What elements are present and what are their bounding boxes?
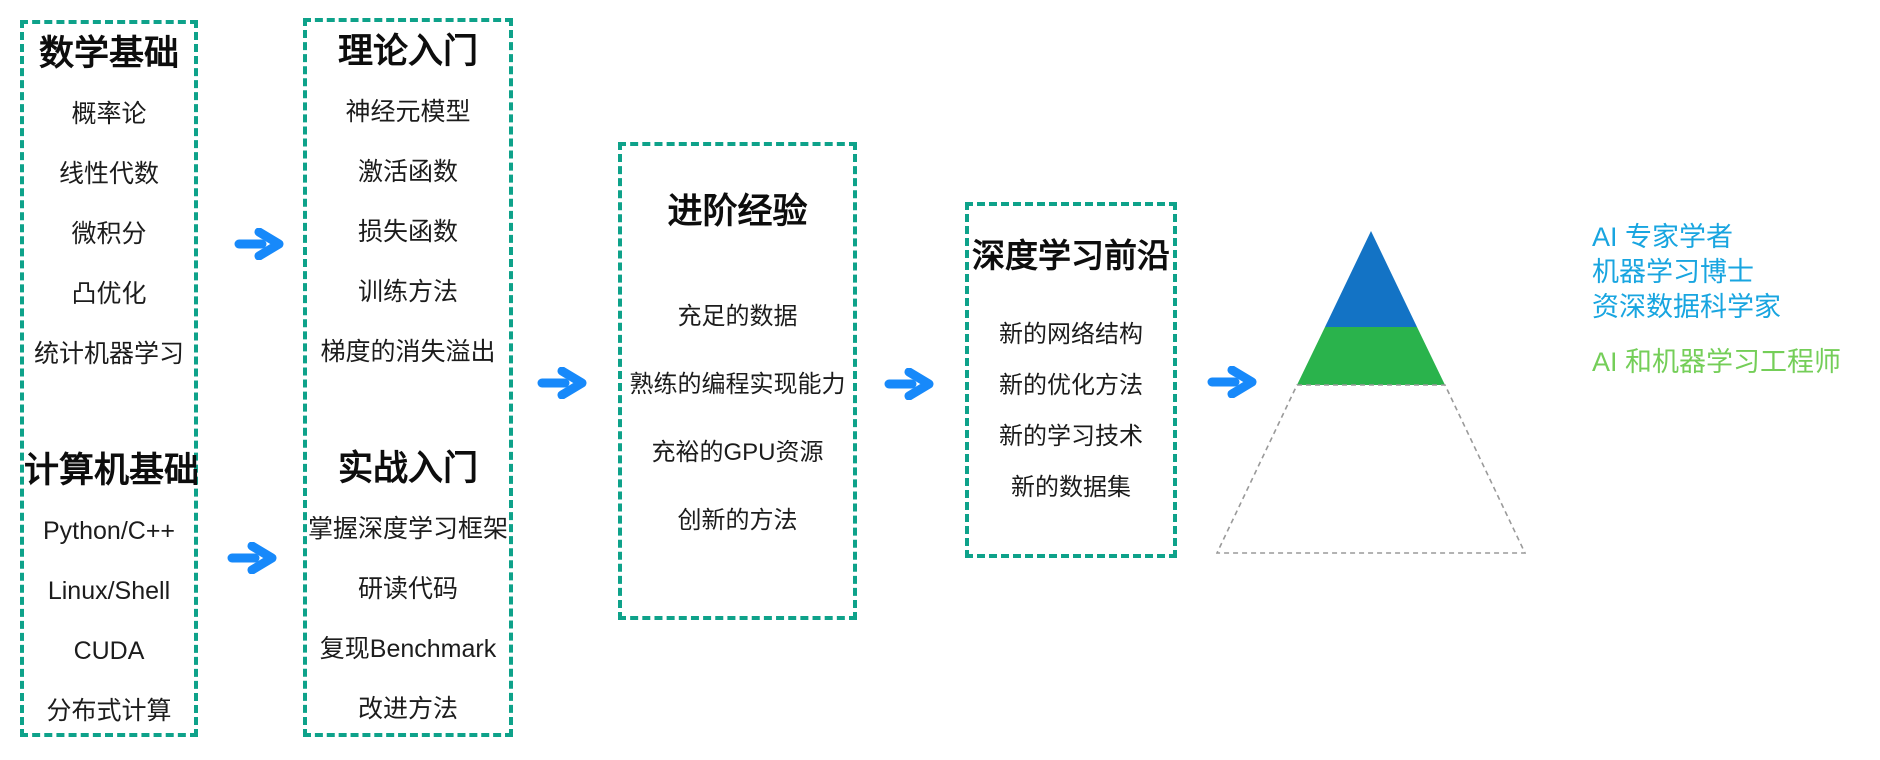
math-fundamentals-section: 数学基础 概率论线性代数微积分凸优化统计机器学习 — [24, 24, 194, 384]
expert-outcomes: AI 专家学者机器学习博士资深数据科学家 — [1592, 220, 1841, 325]
section-title: 数学基础 — [38, 34, 179, 73]
practice-intro-section: 实战入门 掌握深度学习框架研读代码复现Benchmark 改进方法 — [307, 439, 509, 739]
engineer-outcome-line: AI 和机器学习工程师 — [1592, 347, 1842, 377]
list-item: 激活函数 — [357, 158, 458, 186]
section-items: 神经元模型激活函数损失函数训练方法梯度的消失溢出 — [307, 82, 509, 382]
list-item: 掌握深度学习框架 — [307, 515, 508, 543]
list-item: 新的优化方法 — [999, 372, 1143, 399]
list-item: 梯度的消失溢出 — [320, 338, 496, 366]
list-item: 新的学习技术 — [999, 423, 1143, 450]
list-item: 损失函数 — [357, 218, 458, 246]
section-title: 深度学习前沿 — [972, 237, 1170, 274]
list-item: 充裕的GPU资源 — [651, 439, 824, 466]
expert-outcome-line: 资深数据科学家 — [1592, 292, 1781, 322]
list-item: 线性代数 — [58, 160, 159, 188]
list-item: 新的网络结构 — [999, 321, 1143, 348]
outcome-labels: AI 专家学者机器学习博士资深数据科学家 AI 和机器学习工程师 — [1592, 220, 1841, 380]
list-item: 复现Benchmark — [319, 635, 497, 663]
list-item: 熟练的编程实现能力 — [629, 371, 846, 398]
list-item: 神经元模型 — [345, 98, 471, 126]
list-item: 改进方法 — [357, 695, 458, 723]
list-item: 新的数据集 — [1011, 474, 1131, 501]
flow-arrow-icon — [227, 542, 277, 574]
stage-fundamentals-box: 数学基础 概率论线性代数微积分凸优化统计机器学习 计算机基础 Python/C+… — [20, 20, 199, 737]
flow-arrow-icon — [537, 367, 587, 399]
skill-pyramid — [1216, 231, 1526, 554]
stage-introduction-box: 理论入门 神经元模型激活函数损失函数训练方法梯度的消失溢出 实战入门 掌握深度学… — [303, 18, 513, 737]
section-title: 进阶经验 — [667, 192, 808, 231]
list-item: Linux/Shell — [47, 577, 171, 605]
stage-frontier-box: 深度学习前沿 新的网络结构新的优化方法新的学习技术新的数据集 — [965, 202, 1177, 558]
flow-arrow-icon — [1207, 366, 1257, 398]
list-item: 统计机器学习 — [33, 340, 184, 368]
list-item: 研读代码 — [357, 575, 458, 603]
list-item: Python/C++ — [42, 517, 176, 545]
list-item: 充足的数据 — [677, 303, 798, 330]
list-item: 凸优化 — [71, 280, 147, 308]
list-item: CUDA — [73, 637, 145, 665]
list-item: 微积分 — [71, 220, 147, 248]
list-item: 创新的方法 — [677, 507, 798, 534]
section-title: 计算机基础 — [24, 451, 200, 490]
expert-outcome-line: AI 专家学者 — [1592, 222, 1734, 252]
section-items: 掌握深度学习框架研读代码复现Benchmark 改进方法 — [307, 499, 509, 739]
section-items: 概率论线性代数微积分凸优化统计机器学习 — [24, 84, 194, 384]
section-title: 实战入门 — [337, 449, 478, 488]
expert-outcome-line: 机器学习博士 — [1592, 257, 1754, 287]
section-items: 新的网络结构新的优化方法新的学习技术新的数据集 — [969, 309, 1173, 513]
pyramid-middle-green-segment — [1297, 327, 1445, 385]
flow-arrow-icon — [884, 368, 934, 400]
section-title: 理论入门 — [337, 32, 478, 71]
list-item: 分布式计算 — [46, 697, 172, 725]
theory-intro-section: 理论入门 神经元模型激活函数损失函数训练方法梯度的消失溢出 — [307, 22, 509, 382]
flow-arrow-icon — [234, 228, 284, 260]
stage-advanced-experience-box: 进阶经验 充足的数据熟练的编程实现能力充裕的GPU资源创新的方法 — [618, 142, 857, 620]
list-item: 概率论 — [71, 100, 147, 128]
list-item: 训练方法 — [357, 278, 458, 306]
section-items: 充足的数据熟练的编程实现能力充裕的GPU资源创新的方法 — [622, 283, 853, 555]
pyramid-base-dashed-segment — [1216, 384, 1526, 554]
pyramid-top-blue-segment — [1325, 231, 1417, 327]
